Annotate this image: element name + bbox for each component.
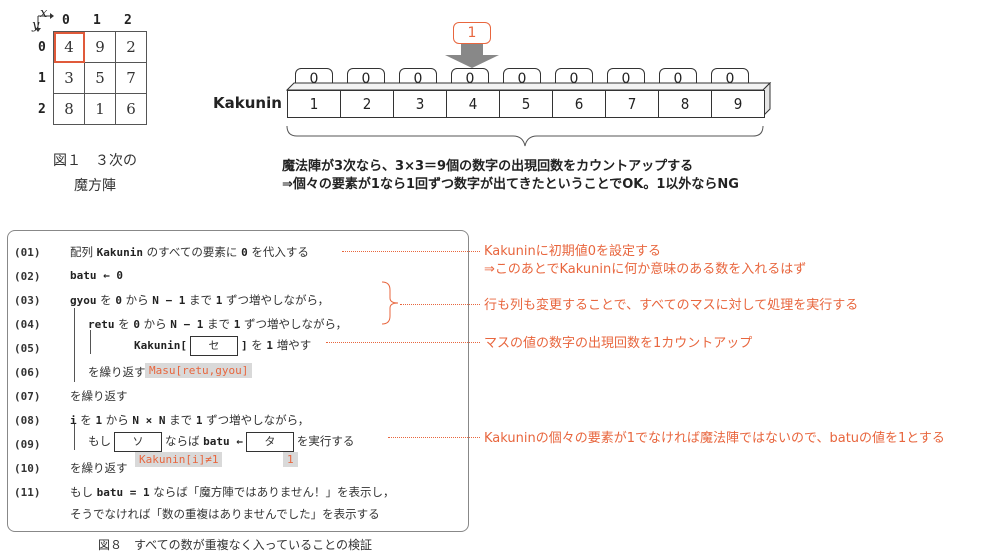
cell-0-1: 9 — [84, 31, 116, 63]
note-countup: マスの値の数字の出現回数を1カウントアップ — [484, 336, 753, 351]
code-line-03: gyou を 0 から N − 1 まで 1 ずつ増やしながら， — [70, 293, 330, 307]
kakunin-index-1: 1 — [287, 90, 341, 118]
code-line-01: 配列 Kakunin のすべての要素に 0 を代入する — [70, 245, 309, 259]
code-line-08: i を 1 から N × N まで 1 ずつ増やしながら， — [70, 413, 310, 427]
line-num-08: (08) — [14, 414, 41, 427]
code-line-02: batu ← 0 — [70, 269, 123, 282]
row-label-0: 0 — [38, 40, 46, 55]
code-line-04: retu を 0 から N − 1 まで 1 ずつ増やしながら， — [88, 317, 348, 331]
kakunin-index-6: 6 — [552, 90, 606, 118]
blank-so: ソ — [114, 432, 162, 452]
kakunin-index-9: 9 — [711, 90, 765, 118]
code-line-05: Kakunin[セ] を 1 増やす — [134, 336, 311, 356]
line-num-10: (10) — [14, 462, 41, 475]
note-loop: 行も列も変更することで、すべてのマスに対して処理を実行する — [484, 298, 859, 313]
check-loop-bar — [74, 424, 75, 450]
kakunin-index-5: 5 — [499, 90, 553, 118]
cell-2-1: 1 — [84, 93, 116, 125]
down-arrow-icon — [445, 44, 499, 68]
code-line-11b: そうでなければ「数の重複はありませんでした」を表示する — [70, 507, 380, 521]
note-batu: Kakuninの個々の要素が1でなければ魔法陣ではないので、batuの値を1とす… — [484, 431, 945, 446]
leader-line-4 — [388, 437, 480, 438]
code-line-09: もしソならば batu ←タを実行する — [88, 432, 354, 452]
figure8-caption: 図８ すべての数が重複なく入っていることの検証 — [98, 538, 372, 552]
note-init-line2: ⇒このあとでKakuninに何か意味のある数を入れるはず — [484, 262, 807, 277]
axis-arrows-icon — [35, 13, 54, 32]
cell-1-0: 3 — [53, 62, 85, 94]
line-num-04: (04) — [14, 318, 41, 331]
kakunin-index-2: 2 — [340, 90, 394, 118]
line-num-05: (05) — [14, 342, 41, 355]
cell-0-0: 4 — [53, 31, 85, 63]
outer-loop-bar — [74, 308, 75, 382]
cell-0-2: 2 — [115, 31, 147, 63]
cell-1-2: 7 — [115, 62, 147, 94]
answer-ta: 1 — [283, 452, 298, 467]
axis-y-label: y — [32, 18, 40, 33]
row-label-2: 2 — [38, 102, 46, 117]
figure1-caption-line1: 図１ ３次の — [53, 153, 137, 169]
code-line-11: もし batu = 1 ならば「魔方陣ではありません！」を表示し， — [70, 485, 395, 499]
brace-icon — [286, 125, 764, 147]
answer-so: Kakunin[i]≠1 — [135, 452, 223, 467]
col-label-0: 0 — [62, 13, 70, 28]
explanation-line2: ⇒個々の要素が1なら1回ずつ数字が出てきたということでOK。1以外ならNG — [282, 177, 739, 192]
code-line-06: を繰り返す — [88, 365, 146, 379]
blank-ta: タ — [245, 432, 294, 452]
line-num-07: (07) — [14, 390, 41, 403]
answer-se: Masu[retu,gyou] — [145, 363, 253, 378]
code-line-10: を繰り返す — [70, 461, 128, 475]
line-num-01: (01) — [14, 246, 41, 259]
blank-se: セ — [189, 336, 238, 356]
col-label-1: 1 — [93, 13, 101, 28]
axis-x-label: x — [40, 6, 48, 21]
row-label-1: 1 — [38, 71, 46, 86]
algorithm-box — [7, 230, 469, 532]
kakunin-index-4: 4 — [446, 90, 500, 118]
leader-line-2 — [400, 304, 480, 305]
figure1-caption-line2: 魔方陣 — [74, 178, 116, 194]
note-init-line1: Kakuninに初期値0を設定する — [484, 244, 661, 259]
col-label-2: 2 — [124, 13, 132, 28]
incoming-value-box: 1 — [453, 22, 491, 44]
kakunin-label: Kakunin — [213, 94, 282, 112]
code-line-07: を繰り返す — [70, 389, 128, 403]
inner-loop-bar — [90, 330, 91, 354]
magic-square-grid: 4 9 2 3 5 7 8 1 6 — [53, 31, 147, 125]
line-num-03: (03) — [14, 294, 41, 307]
kakunin-index-3: 3 — [393, 90, 447, 118]
line-num-02: (02) — [14, 270, 41, 283]
explanation-line1: 魔法陣が3次なら、3×3＝9個の数字の出現回数をカウントアップする — [282, 159, 694, 174]
brace-right-icon — [381, 281, 399, 325]
cell-1-1: 5 — [84, 62, 116, 94]
leader-line-1 — [342, 251, 480, 252]
line-num-11: (11) — [14, 486, 41, 499]
cell-2-2: 6 — [115, 93, 147, 125]
kakunin-cells: 1 2 3 4 5 6 7 8 9 — [287, 90, 765, 118]
cell-2-0: 8 — [53, 93, 85, 125]
leader-line-3 — [326, 342, 480, 343]
kakunin-index-8: 8 — [658, 90, 712, 118]
line-num-09: (09) — [14, 438, 41, 451]
line-num-06: (06) — [14, 366, 41, 379]
kakunin-index-7: 7 — [605, 90, 659, 118]
